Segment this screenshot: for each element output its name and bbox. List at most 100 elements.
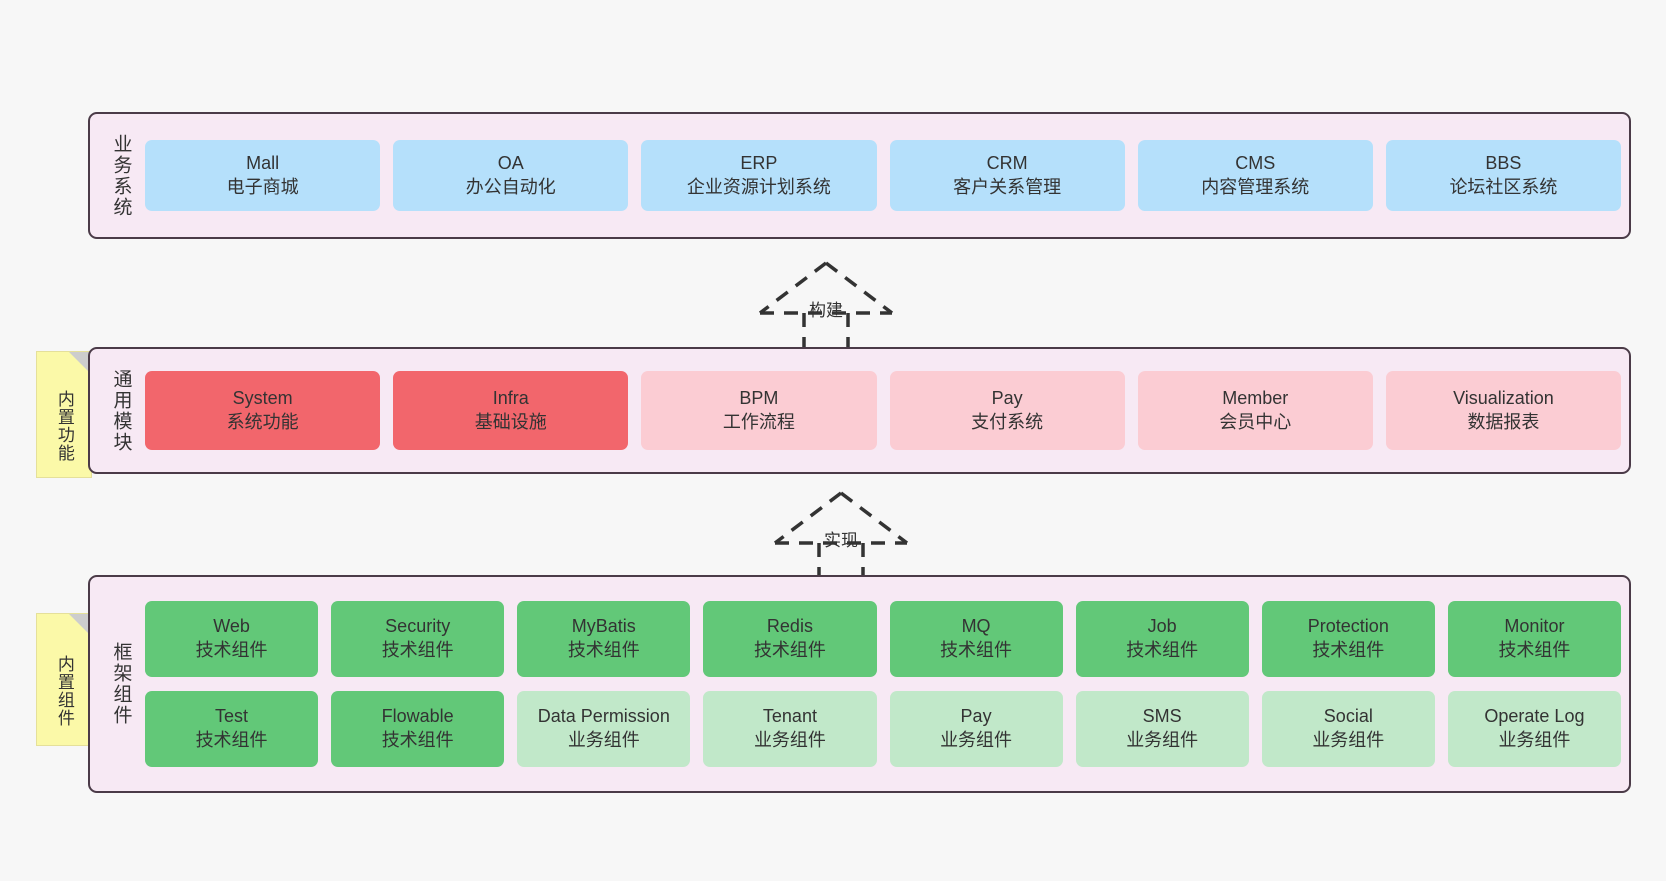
- layer-general-modules: 通用模块 System 系统功能 Infra 基础设施 BPM 工作流程 Pay 支付系统 Me…: [88, 347, 1631, 474]
- card-social[interactable]: Social 业务组件: [1261, 691, 1435, 767]
- card-operate-log[interactable]: Operate Log 业务组件: [1447, 691, 1621, 767]
- card-title-en: System: [232, 387, 293, 408]
- card-subtitle-cn: 基础设施: [474, 411, 547, 432]
- card-sms[interactable]: SMS 业务组件: [1075, 691, 1249, 767]
- card-subtitle-cn: 电子商城: [226, 176, 299, 197]
- card-erp[interactable]: ERP 企业资源计划系统: [641, 140, 877, 211]
- card-subtitle-cn: 技术组件: [1498, 640, 1571, 660]
- arrow-head-left-edge: [773, 491, 843, 545]
- card-mq[interactable]: MQ 技术组件: [889, 601, 1063, 677]
- layer-modules-title: 通用模块: [110, 368, 132, 453]
- card-title-en: Operate Log: [1484, 706, 1585, 727]
- card-title-en: Redis: [766, 616, 813, 637]
- card-subtitle-cn: 内容管理系统: [1201, 176, 1310, 197]
- note-builtin-components: 内置组件: [36, 613, 92, 746]
- connector-implement: 实现: [761, 487, 921, 579]
- card-title-en: Web: [213, 616, 250, 637]
- card-mall[interactable]: Mall 电子商城: [145, 140, 381, 211]
- card-title-en: Test: [215, 706, 249, 727]
- card-title-en: MyBatis: [571, 616, 636, 637]
- card-pay[interactable]: Pay 支付系统: [889, 371, 1125, 450]
- card-subtitle-cn: 业务组件: [753, 730, 826, 750]
- note-builtin-features-label: 内置功能: [54, 389, 74, 462]
- card-subtitle-cn: 技术组件: [381, 730, 454, 750]
- card-redis[interactable]: Redis 技术组件: [703, 601, 877, 677]
- card-title-en: OA: [497, 152, 524, 173]
- connector-build: 构建: [746, 257, 906, 349]
- card-title-en: Mall: [246, 152, 280, 173]
- note-builtin-features: 内置功能: [36, 351, 92, 478]
- card-oa[interactable]: OA 办公自动化: [393, 140, 629, 211]
- card-subtitle-cn: 支付系统: [971, 411, 1044, 432]
- card-subtitle-cn: 技术组件: [381, 640, 454, 660]
- arrow-head-left-edge: [758, 261, 828, 315]
- card-data-permission[interactable]: Data Permission 业务组件: [517, 691, 691, 767]
- card-system[interactable]: System 系统功能: [145, 371, 381, 450]
- card-subtitle-cn: 数据报表: [1467, 411, 1540, 432]
- card-mybatis[interactable]: MyBatis 技术组件: [517, 601, 691, 677]
- card-subtitle-cn: 技术组件: [195, 640, 268, 660]
- card-row: System 系统功能 Infra 基础设施 BPM 工作流程 Pay 支付系统 Member 会…: [145, 371, 1622, 450]
- layer-modules-body: System 系统功能 Infra 基础设施 BPM 工作流程 Pay 支付系统 Member 会…: [143, 349, 1629, 472]
- card-subtitle-cn: 会员中心: [1219, 411, 1292, 432]
- card-protection[interactable]: Protection 技术组件: [1261, 601, 1435, 677]
- card-subtitle-cn: 技术组件: [1312, 640, 1385, 660]
- card-title-en: Pay: [991, 387, 1023, 408]
- card-web[interactable]: Web 技术组件: [145, 601, 319, 677]
- card-title-en: Monitor: [1504, 616, 1565, 637]
- connector-implement-label: 实现: [824, 531, 858, 550]
- note-builtin-components-label: 内置组件: [54, 654, 74, 727]
- arrow-head-right-edge: [824, 261, 894, 315]
- card-title-en: ERP: [740, 152, 778, 173]
- card-title-en: MQ: [961, 616, 991, 637]
- card-member[interactable]: Member 会员中心: [1137, 371, 1373, 450]
- card-subtitle-cn: 论坛社区系统: [1449, 176, 1558, 197]
- card-title-en: Member: [1222, 387, 1289, 408]
- connector-build-label: 构建: [809, 301, 843, 320]
- layer-business-title: 业务系统: [110, 133, 132, 218]
- card-title-en: Data Permission: [537, 706, 670, 727]
- card-title-en: Security: [385, 616, 451, 637]
- note-fold-corner: [69, 352, 91, 374]
- card-title-en: Job: [1147, 616, 1177, 637]
- card-bpm[interactable]: BPM 工作流程: [641, 371, 877, 450]
- card-subtitle-cn: 企业资源计划系统: [686, 176, 831, 197]
- card-subtitle-cn: 技术组件: [567, 640, 640, 660]
- card-title-en: Pay: [960, 706, 992, 727]
- card-subtitle-cn: 技术组件: [753, 640, 826, 660]
- card-title-en: SMS: [1142, 706, 1182, 727]
- card-subtitle-cn: 业务组件: [567, 730, 640, 750]
- card-subtitle-cn: 客户关系管理: [953, 176, 1062, 197]
- card-title-en: Social: [1323, 706, 1373, 727]
- arrow-head-right-edge: [839, 491, 909, 545]
- card-subtitle-cn: 办公自动化: [465, 176, 556, 197]
- card-subtitle-cn: 技术组件: [940, 640, 1013, 660]
- card-title-en: Infra: [492, 387, 529, 408]
- card-title-en: BPM: [739, 387, 779, 408]
- card-security[interactable]: Security 技术组件: [331, 601, 505, 677]
- card-infra[interactable]: Infra 基础设施: [393, 371, 629, 450]
- card-subtitle-cn: 业务组件: [1312, 730, 1385, 750]
- card-title-en: Protection: [1307, 616, 1389, 637]
- card-subtitle-cn: 业务组件: [1498, 730, 1571, 750]
- card-monitor[interactable]: Monitor 技术组件: [1447, 601, 1621, 677]
- card-subtitle-cn: 系统功能: [226, 411, 299, 432]
- card-subtitle-cn: 业务组件: [1126, 730, 1199, 750]
- card-subtitle-cn: 工作流程: [722, 411, 795, 432]
